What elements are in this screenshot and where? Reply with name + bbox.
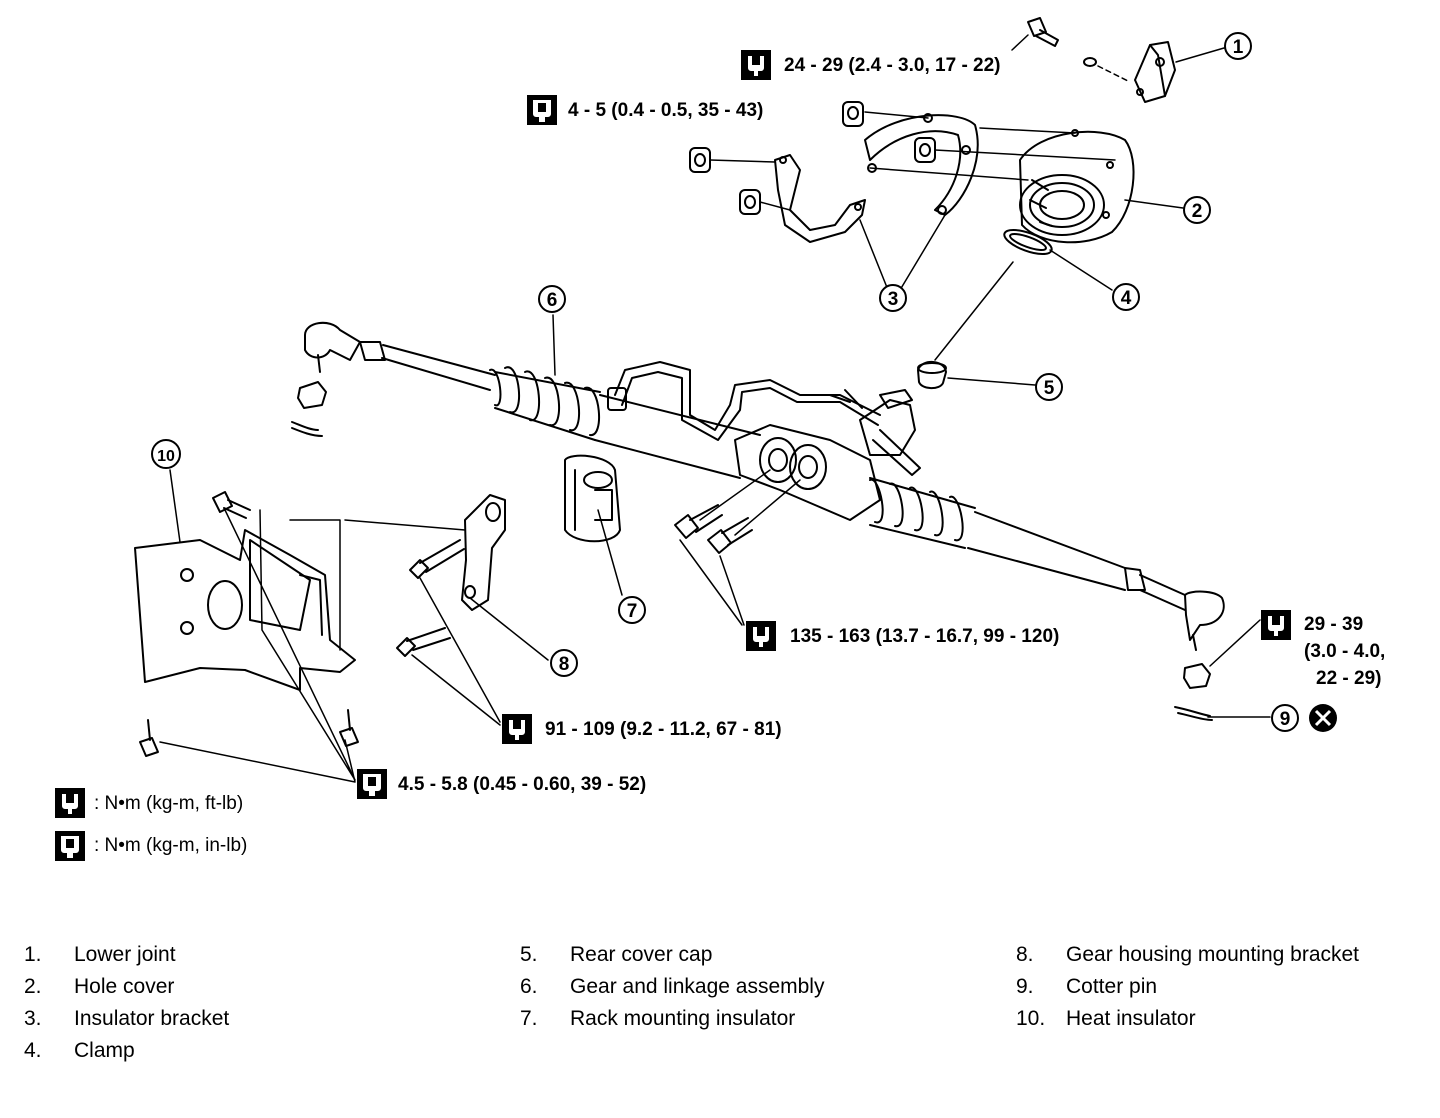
rear-cover-cap-part	[917, 361, 947, 390]
bracket-bolts	[396, 539, 465, 657]
callout-1: 1	[1224, 32, 1252, 60]
callout-2: 2	[1183, 196, 1211, 224]
callout-5: 5	[1035, 373, 1063, 401]
callout-numbers: 1 2 3 4 5 6 7 8	[151, 32, 1299, 732]
svg-text:29 - 39: 29 - 39	[1304, 614, 1363, 635]
rack-mounting-insulator-part	[564, 454, 621, 543]
do-not-reuse-x-icon	[1309, 704, 1337, 732]
svg-text:5: 5	[1044, 378, 1055, 399]
part-name: Insulator bracket	[74, 1007, 230, 1030]
svg-text:10: 10	[157, 448, 175, 465]
insulator-bracket-part	[774, 113, 979, 243]
left-castle-nut	[291, 381, 327, 437]
torque-spec-2: 4 - 5 (0.4 - 0.5, 35 - 43)	[527, 95, 763, 125]
part-name: Lower joint	[74, 943, 176, 966]
right-castle-nut	[1183, 663, 1211, 689]
callout-9: 9	[1271, 704, 1299, 732]
svg-text:(3.0 - 4.0,: (3.0 - 4.0,	[1304, 641, 1385, 662]
torque-spec-6: 29 - 39 (3.0 - 4.0, 22 - 29)	[1261, 610, 1385, 689]
svg-text:22 - 29): 22 - 29)	[1316, 668, 1381, 689]
housing-mounting-bolts	[674, 469, 801, 554]
part-number: 5.	[520, 943, 538, 966]
callout-6: 6	[538, 285, 566, 313]
part-name: Gear housing mounting bracket	[1066, 943, 1360, 966]
torque-wrench-ft-lb-icon	[746, 621, 776, 651]
svg-text:3: 3	[888, 289, 899, 310]
svg-text:4 - 5 (0.4 - 0.5, 35 - 43): 4 - 5 (0.4 - 0.5, 35 - 43)	[568, 100, 763, 121]
heat-insulator-bolts	[139, 491, 359, 757]
svg-text:4.5 - 5.8 (0.45 - 0.60, 39 - 5: 4.5 - 5.8 (0.45 - 0.60, 39 - 52)	[398, 774, 646, 795]
torque-wrench-ft-lb-icon	[741, 50, 771, 80]
svg-text:91 - 109 (9.2 - 11.2, 67 - 81): 91 - 109 (9.2 - 11.2, 67 - 81)	[545, 719, 782, 740]
svg-text:24 - 29 (2.4 - 3.0, 17 - 22): 24 - 29 (2.4 - 3.0, 17 - 22)	[784, 55, 1001, 76]
svg-text:: N•m (kg-m, in-lb): : N•m (kg-m, in-lb)	[94, 835, 247, 856]
part-name: Rack mounting insulator	[570, 1007, 796, 1030]
callout-8: 8	[550, 649, 578, 677]
torque-spec-4: 91 - 109 (9.2 - 11.2, 67 - 81)	[502, 714, 782, 744]
gear-housing-bracket-part	[461, 494, 506, 611]
torque-wrench-in-lb-icon	[357, 769, 387, 799]
callout-10: 10	[151, 439, 181, 469]
part-name: Cotter pin	[1066, 975, 1158, 998]
part-name: Clamp	[74, 1039, 135, 1062]
part-name: Gear and linkage assembly	[570, 975, 825, 998]
part-number: 3.	[24, 1007, 42, 1030]
gear-linkage-assembly-part	[304, 321, 1225, 651]
leader-lines	[159, 47, 1271, 783]
part-number: 8.	[1016, 943, 1034, 966]
torque-spec-1: 24 - 29 (2.4 - 3.0, 17 - 22)	[741, 50, 1001, 80]
torque-wrench-ft-lb-icon	[502, 714, 532, 744]
part-number: 6.	[520, 975, 538, 998]
cotter-pin-part	[1174, 706, 1213, 721]
torque-wrench-in-lb-icon	[55, 831, 85, 861]
lower-joint-part	[1083, 41, 1176, 103]
part-number: 7.	[520, 1007, 538, 1030]
part-number: 2.	[24, 975, 42, 998]
part-name: Heat insulator	[1066, 1007, 1196, 1030]
lower-joint-bolt	[1011, 17, 1059, 51]
torque-spec-5: 4.5 - 5.8 (0.45 - 0.60, 39 - 52)	[357, 769, 646, 799]
part-number: 1.	[24, 943, 42, 966]
svg-text:135 - 163 (13.7 - 16.7, 99 - 1: 135 - 163 (13.7 - 16.7, 99 - 120)	[790, 626, 1059, 647]
torque-spec-3: 135 - 163 (13.7 - 16.7, 99 - 120)	[746, 621, 1059, 651]
svg-text:6: 6	[547, 290, 558, 311]
part-number: 9.	[1016, 975, 1034, 998]
svg-text:8: 8	[559, 654, 570, 675]
svg-text:7: 7	[627, 601, 638, 622]
part-number: 10.	[1016, 1007, 1046, 1030]
part-number: 4.	[24, 1039, 42, 1062]
torque-wrench-in-lb-icon	[527, 95, 557, 125]
svg-text:1: 1	[1233, 37, 1244, 58]
insulator-bracket-nuts	[689, 101, 1116, 215]
part-name: Hole cover	[74, 975, 175, 998]
svg-text:4: 4	[1121, 288, 1132, 309]
heat-insulator-part	[134, 529, 356, 691]
callout-4: 4	[1112, 283, 1140, 311]
callout-7: 7	[618, 596, 646, 624]
callout-3: 3	[879, 284, 907, 312]
svg-text:9: 9	[1280, 709, 1291, 730]
part-name: Rear cover cap	[570, 943, 713, 966]
svg-text:2: 2	[1192, 201, 1203, 222]
torque-wrench-ft-lb-icon	[55, 788, 85, 818]
svg-text:: N•m (kg-m, ft-lb): : N•m (kg-m, ft-lb)	[94, 793, 243, 814]
units-legend: : N•m (kg-m, ft-lb) : N•m (kg-m, in-lb)	[55, 788, 247, 861]
torque-wrench-ft-lb-icon	[1261, 610, 1291, 640]
hole-cover-part	[1019, 129, 1135, 244]
